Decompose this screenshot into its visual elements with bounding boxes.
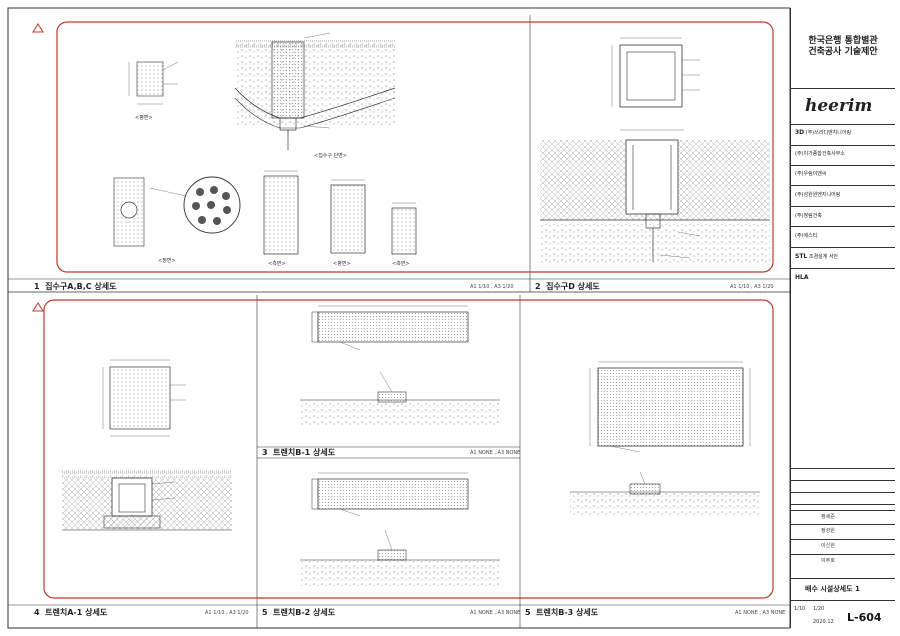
drawing-area — [7, 7, 790, 629]
scale-value: 1/20 — [813, 606, 825, 612]
title-block: 한국은행 통합별관 건축공사 기술제안 heerim 3D (주)쓰리디엔지니어… — [790, 8, 895, 628]
firm-entry: 3D (주)쓰리디엔지니어링 — [795, 129, 852, 136]
sheet-number: L-604 — [847, 611, 882, 624]
detail-caption: <평면> — [135, 115, 153, 121]
panel-scale-2: A1 1/10 , A3 1/20 — [730, 284, 774, 290]
panel-scale-6: A1 NONE , A3 NONE — [735, 610, 786, 616]
panel-scale-5: A1 NONE , A3 NONE — [470, 610, 521, 616]
firm-entry: STL 조경설계 서안 — [795, 253, 839, 260]
panel-title-1: 1 집수구A,B,C 상세도 — [34, 282, 117, 291]
person-name: 정성원 — [821, 528, 835, 534]
project-title: 한국은행 통합별관 건축공사 기술제안 — [808, 36, 878, 58]
detail-caption: <집수구 단면> — [314, 153, 347, 159]
panel-title-5: 5 트렌치B-2 상세도 — [262, 608, 336, 617]
person-name: 이신원 — [821, 543, 835, 549]
panel-title-3: 3 트렌치B-1 상세도 — [262, 448, 336, 457]
firm-entry: (주)에스티 — [795, 233, 818, 239]
panel-scale-3: A1 NONE , A3 NONE — [470, 450, 521, 456]
firm-entry: (주)이가종합건축사무소 — [795, 151, 845, 157]
panel-scale-1: A1 1/10 , A3 1/20 — [470, 284, 514, 290]
date-value: 2020.12 — [813, 619, 834, 625]
panel-title-2: 2 집수구D 상세도 — [535, 282, 600, 291]
person-name: 이주호 — [821, 558, 835, 564]
firm-entry: (주)성원원엔지니어링 — [795, 192, 841, 198]
panel-title-4: 4 트렌치A-1 상세도 — [34, 608, 108, 617]
detail-caption: <측면> — [268, 261, 286, 267]
detail-caption: <측면> — [392, 261, 410, 267]
detail-caption: <정면> — [158, 258, 176, 264]
detail-caption: <평면> — [333, 261, 351, 267]
person-name: 정세준 — [821, 514, 835, 520]
panel-scale-4: A1 1/10 , A3 1/20 — [205, 610, 249, 616]
scale-value: 1/10 — [794, 606, 806, 612]
firm-entry: (주)우림이앤씨 — [795, 171, 827, 177]
firm-entry: HLA — [795, 274, 809, 281]
heerim-logo: heerim — [805, 96, 873, 116]
panel-title-6: 5 트렌치B-3 상세도 — [525, 608, 599, 617]
drawing-title: 배수 시설상세도 1 — [805, 585, 860, 593]
firm-entry: (주)정림건축 — [795, 213, 822, 219]
